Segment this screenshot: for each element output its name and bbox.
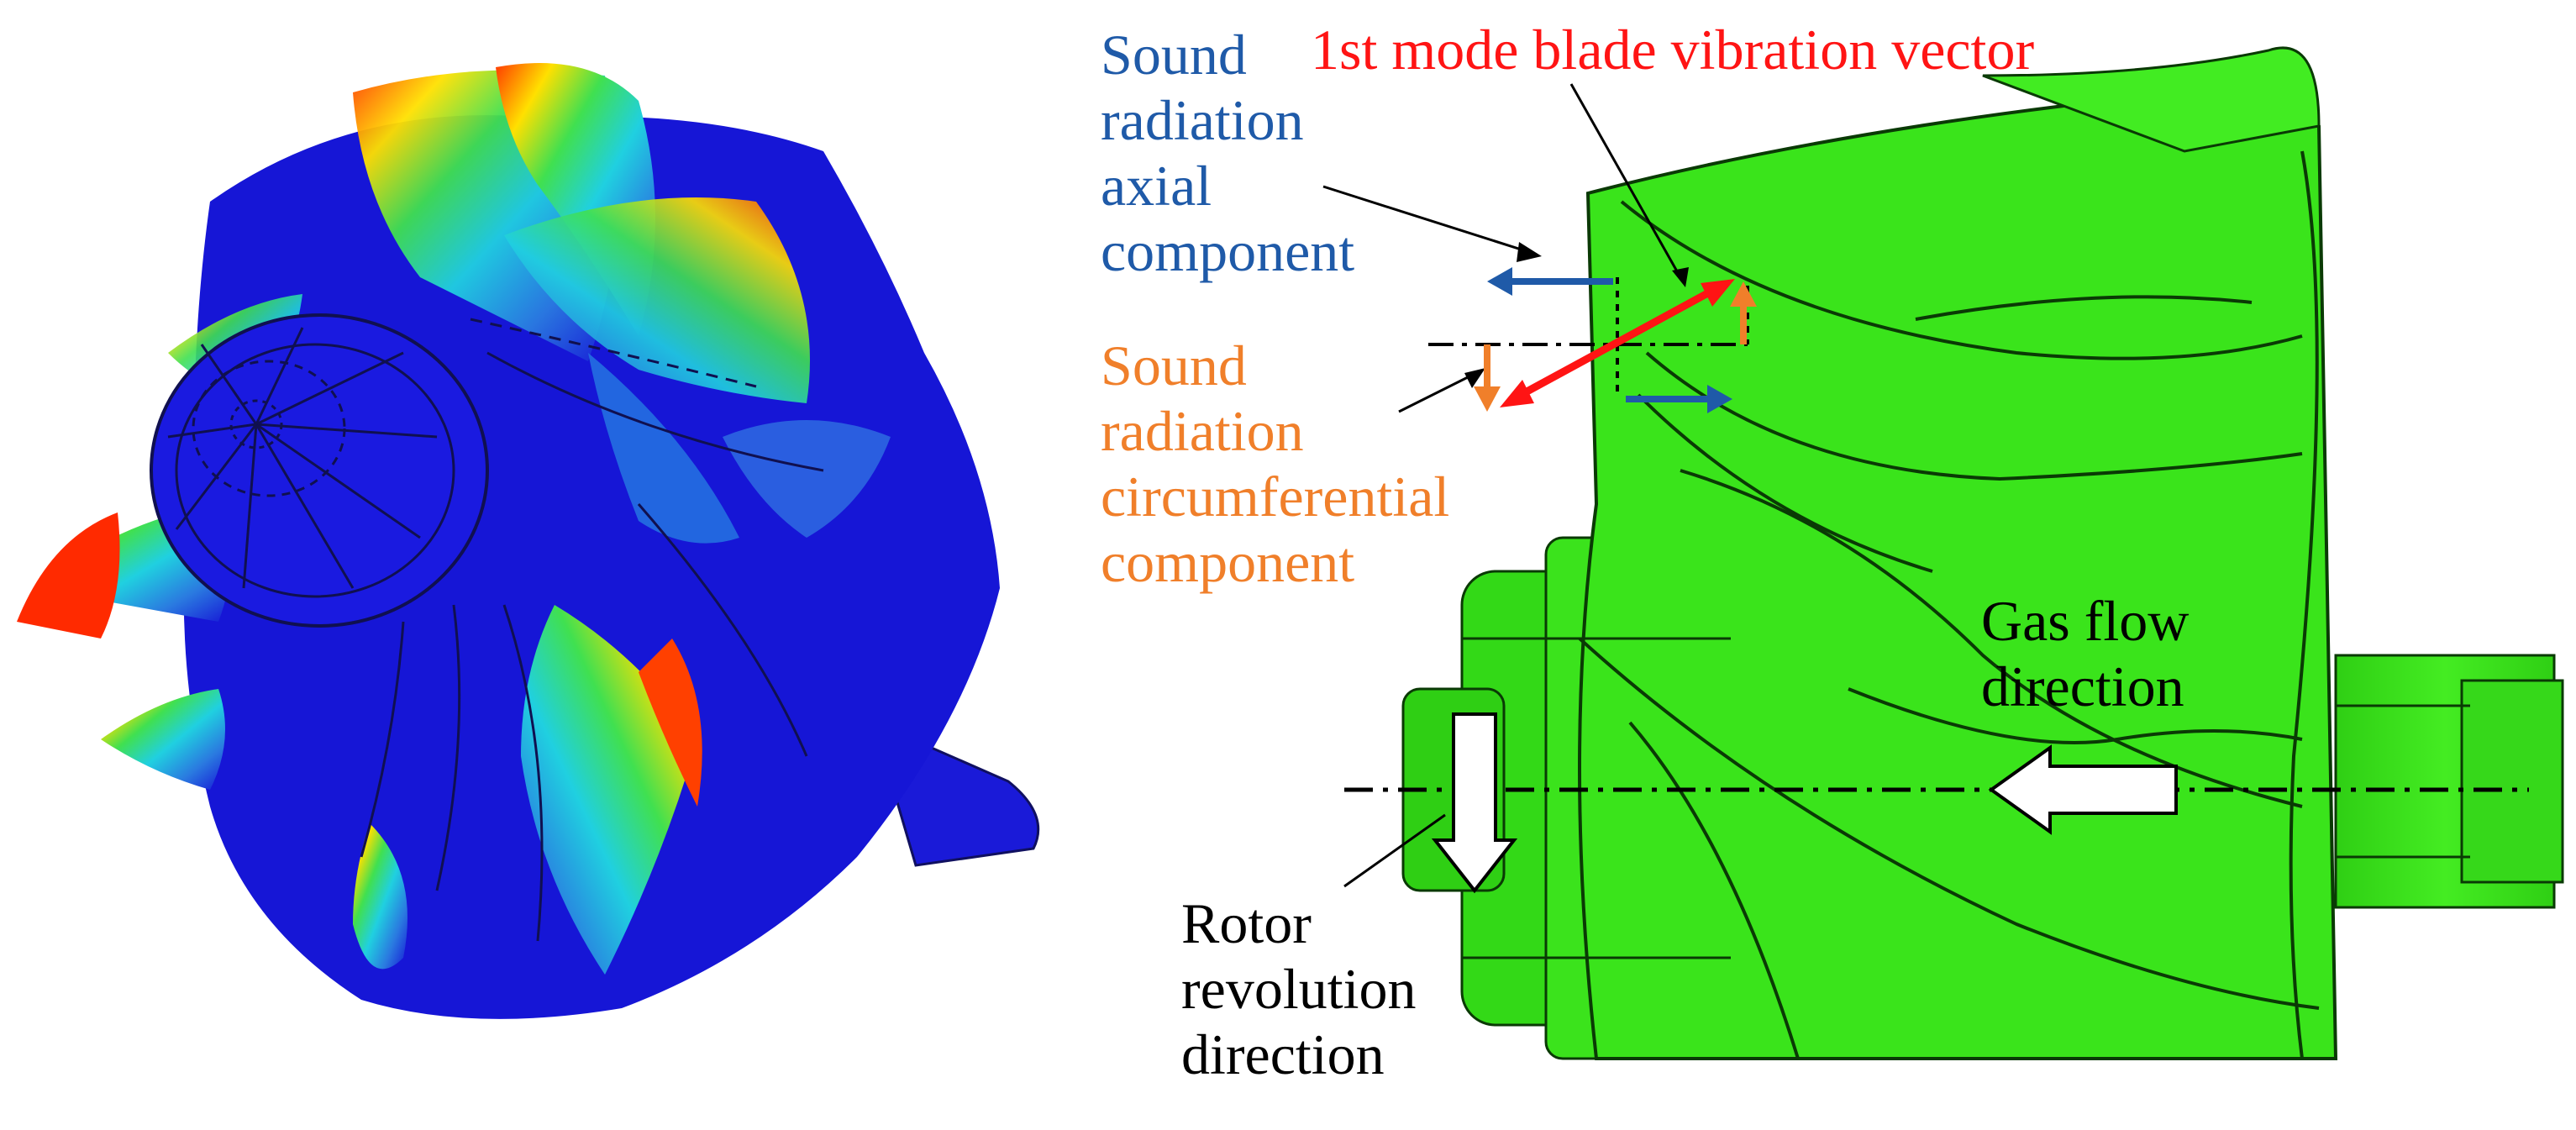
rotor-line-2: revolution (1181, 957, 1417, 1021)
vibration-vector-label: 1st mode blade vibration vector (1311, 17, 2034, 82)
rotor-line-1: Rotor (1181, 891, 1312, 955)
vibration-vector-text: 1st mode blade vibration vector (1311, 18, 2035, 81)
circ-line-4: component (1101, 530, 1355, 594)
axial-component-label: Sound radiation axial component (1101, 22, 1354, 284)
fem-impeller (17, 63, 1040, 1019)
axial-line-2: radiation (1101, 88, 1304, 152)
rotor-revolution-arrow (1431, 712, 1518, 894)
leader-lines (1322, 83, 1682, 888)
axial-line-1: Sound (1101, 23, 1247, 87)
rotor-line-3: direction (1181, 1022, 1385, 1086)
circumferential-arrows (1474, 281, 1757, 412)
axial-line-4: component (1101, 219, 1355, 283)
construction-lines (1428, 277, 1749, 395)
gas-flow-arrow (1988, 744, 2178, 835)
circ-line-3: circumferential (1101, 465, 1450, 528)
circ-line-1: Sound (1101, 334, 1247, 397)
circ-line-2: radiation (1101, 399, 1304, 463)
gas-line-2: direction (1981, 654, 2184, 718)
green-rotor (1401, 46, 2564, 1060)
rotor-revolution-label: Rotor revolution direction (1181, 891, 1417, 1087)
axial-arrows (1487, 267, 1732, 413)
circumferential-component-label: Sound radiation circumferential componen… (1101, 333, 1449, 595)
gas-flow-label: Gas flow direction (1981, 588, 2189, 719)
vibration-vector (1500, 279, 1735, 407)
axial-line-3: axial (1101, 154, 1212, 218)
gas-line-1: Gas flow (1981, 589, 2190, 653)
